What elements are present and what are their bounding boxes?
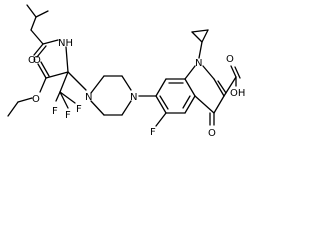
ester-oxygen-label: O bbox=[32, 94, 40, 105]
ketone-oxygen-label: O bbox=[208, 128, 216, 139]
carboxyl-hydroxyl-label: OH bbox=[230, 88, 245, 99]
ring-fluorine-label: F bbox=[150, 127, 156, 138]
quinolone-nitrogen-label: N bbox=[195, 58, 202, 69]
atom-labels: NH O O O F F F N N N F O O OH bbox=[28, 38, 245, 139]
structure-diagram: NH O O O F F F N N N F O O OH bbox=[7, 4, 245, 139]
fluorine-cf3-right-label: F bbox=[76, 104, 82, 115]
bond-lines bbox=[7, 4, 241, 127]
amide-oxygen-label: O bbox=[28, 55, 36, 66]
fluorine-cf3-middle-label: F bbox=[65, 110, 71, 121]
piperazine-nitrogen-right-label: N bbox=[130, 92, 137, 103]
fluorine-cf3-left-label: F bbox=[52, 106, 58, 117]
amide-nh-label: NH bbox=[58, 38, 73, 49]
molecule-canvas: NH O O O F F F N N N F O O OH bbox=[0, 0, 258, 144]
carboxyl-carbonyl-oxygen-label: O bbox=[226, 54, 234, 65]
piperazine-nitrogen-left-label: N bbox=[85, 92, 92, 103]
ester-carbonyl-oxygen-label: O bbox=[33, 55, 41, 66]
